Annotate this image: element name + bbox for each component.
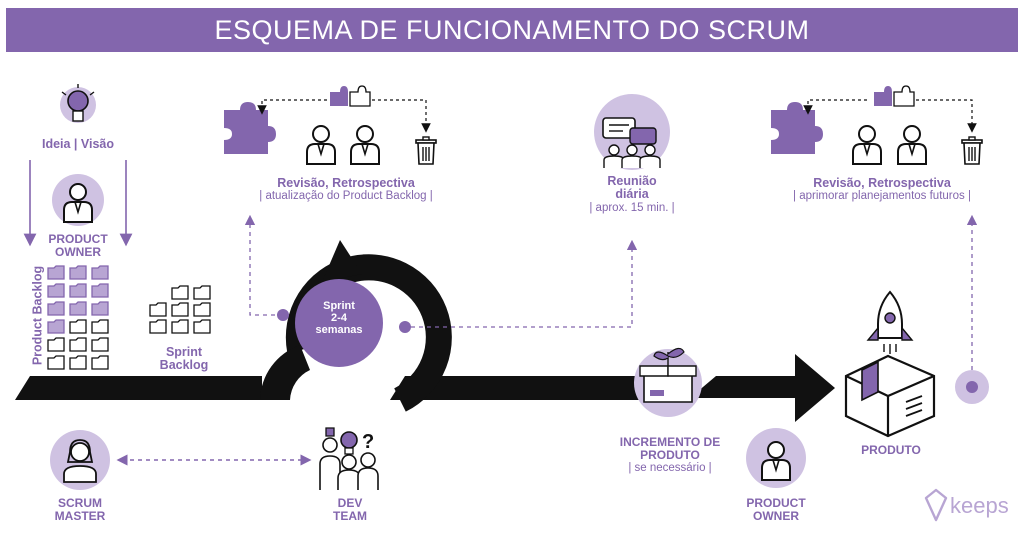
box-icon [634,347,702,417]
rocket-icon [866,290,914,354]
product-owner-top-line1: PRODUCT [48,232,108,246]
daily-meeting-icon [594,94,670,170]
svg-text:?: ? [362,431,374,453]
product-owner-bottom-label: PRODUCT OWNER [736,497,816,523]
product-backlog-folders [47,265,109,370]
review-group-1 [224,85,437,165]
sprint-label: Sprint 2-4 semanas [304,300,374,336]
product-owner-bottom-line1: PRODUCT [746,496,806,510]
lightbulb-icon [60,84,96,123]
dev-team-icon: ? [319,427,379,490]
daily-subtitle: | aprox. 15 min. | [589,202,675,214]
dev-team-line2: TEAM [333,509,367,523]
daily-line1: Reunião [607,174,657,188]
review-group-2 [771,85,983,165]
sprint-backlog-folders [149,285,211,334]
page-title: ESQUEMA DE FUNCIONAMENTO DO SCRUM [214,15,810,45]
sprint-line3: semanas [315,324,363,336]
keeps-logo-icon [924,488,948,522]
product-backlog-label: Product Backlog [30,265,45,366]
product-owner-top-label: PRODUCT OWNER [38,233,118,259]
dev-team-label: DEV TEAM [310,497,390,523]
review2-subtitle: | aprimorar planejamentos futuros | [793,190,971,202]
scrum-master-icon [50,430,110,490]
review2-title: Revisão, Retrospectiva [813,176,951,190]
dev-team-line1: DEV [337,496,363,510]
sprint-line2: 2-4 [331,312,347,324]
product-owner-bottom-icon [746,428,806,488]
product-box-icon [844,354,936,438]
sprint-cycle [260,240,452,412]
timeline-bar [15,354,835,422]
title-banner [6,8,1018,52]
sprint-backlog-label: Sprint Backlog [144,346,224,372]
sprint-backlog-line2: Backlog [159,358,209,372]
increment-line1: INCREMENTO DE [619,435,721,449]
idea-label: Ideia | Visão [41,137,115,151]
product-owner-top-icon [52,174,104,226]
daily-line2: diária [615,187,649,201]
product-owner-bottom-line2: OWNER [753,509,799,523]
increment-subtitle: | se necessário | [628,462,712,474]
sprint-backlog-line1: Sprint [165,345,203,359]
increment-label: INCREMENTO DE PRODUTO [600,436,740,462]
review1-title: Revisão, Retrospectiva [277,176,415,190]
review1-subtitle: | atualização do Product Backlog | [259,190,433,202]
scrum-master-line2: MASTER [54,509,106,523]
product-owner-top-line2: OWNER [55,245,101,259]
product-label: PRODUTO [861,443,921,457]
brand-name: keeps [950,493,1009,518]
sprint-line1: Sprint [323,300,355,312]
scrum-master-line1: SCRUM [58,496,102,510]
daily-title: Reunião diária [572,175,692,201]
scrum-master-label: SCRUM MASTER [40,497,120,523]
increment-line2: PRODUTO [640,448,700,462]
